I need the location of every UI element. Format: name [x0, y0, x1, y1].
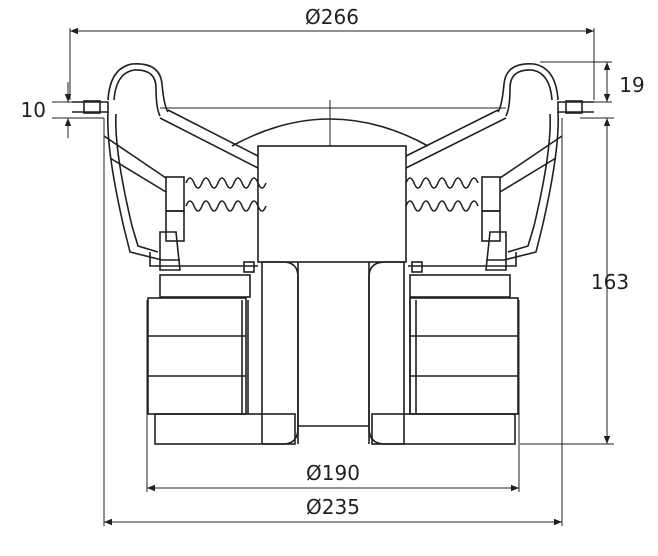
dimension-label-flange-thickness: 10 [21, 98, 46, 122]
dimension-label-rim-height: 19 [619, 73, 644, 97]
dimension-label-mounting-depth: 163 [591, 270, 629, 294]
magnet-assembly [147, 274, 519, 445]
dimension-cutout-diameter: Ø235 [103, 118, 563, 526]
dimension-label-outer-diameter: Ø266 [305, 5, 359, 29]
spider [165, 176, 501, 242]
seal-rings [243, 261, 423, 273]
dimension-label-cutout-diameter: Ø235 [306, 495, 360, 519]
dimension-label-magnet-diameter: Ø190 [306, 461, 360, 485]
dimension-flange-thickness: 10 [21, 82, 104, 138]
dimension-magnet-diameter: Ø190 [146, 300, 520, 492]
dimension-mounting-depth: 163 [520, 117, 629, 445]
basket-right [408, 63, 594, 271]
cone [159, 107, 507, 169]
dimension-outer-diameter: Ø266 [69, 5, 595, 100]
dimension-rim-height: 19 [540, 61, 645, 103]
pole-pieces [241, 261, 417, 445]
basket-left [72, 63, 258, 271]
